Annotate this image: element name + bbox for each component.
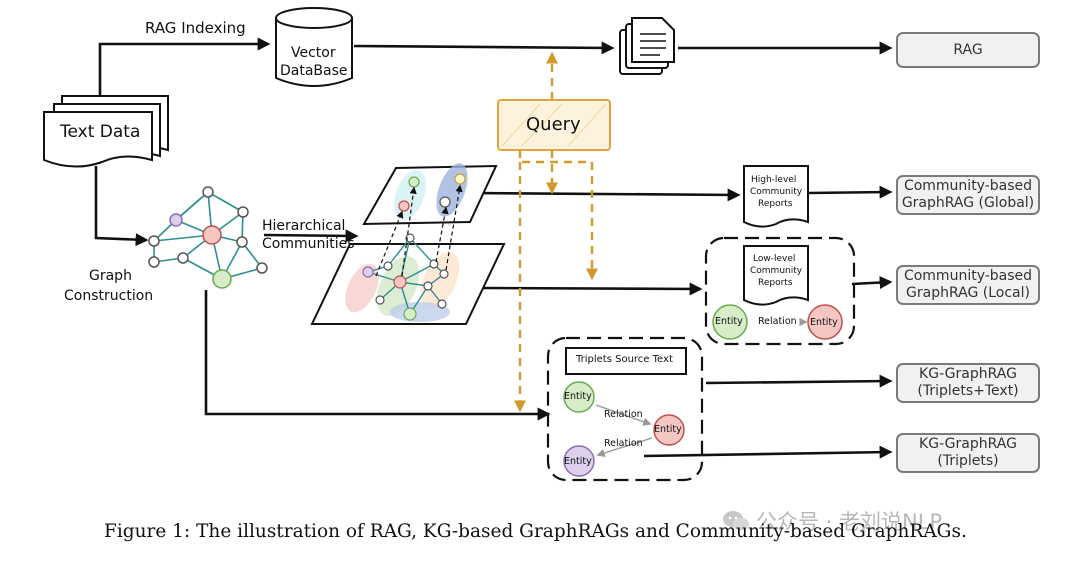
low-level-report-icon bbox=[743, 245, 809, 306]
query-flow-dashed bbox=[514, 51, 598, 413]
watermark-text: 公众号 · 老刘说NLP bbox=[756, 510, 943, 534]
hierarchical-communities-label-line2: Communities bbox=[262, 236, 355, 252]
rag-indexing-label: RAG Indexing bbox=[145, 19, 246, 37]
text-data-document-icon bbox=[43, 95, 169, 168]
triplets-container bbox=[546, 336, 704, 482]
output-kg-triplets-text-line1: KG-GraphRAG bbox=[919, 366, 1017, 382]
output-kg-triplets-line2: (Triplets) bbox=[937, 453, 999, 469]
triplet-relation-label-1: Relation bbox=[604, 409, 643, 420]
wechat-icon bbox=[723, 511, 749, 531]
triplet-entity-label-2: Entity bbox=[654, 424, 682, 435]
triplet-entity-label-1: Entity bbox=[564, 391, 592, 402]
high-level-report-line1: High-level bbox=[751, 175, 797, 185]
output-kg-triplets-text-line2: (Triplets+Text) bbox=[917, 383, 1019, 399]
text-data-label: Text Data bbox=[60, 122, 141, 142]
hierarchical-communities-icon bbox=[310, 163, 506, 325]
low-level-report-line1: Low-level bbox=[753, 254, 796, 264]
high-level-report-icon bbox=[743, 165, 809, 228]
vector-database-icon bbox=[275, 7, 353, 87]
triplet-entity-red bbox=[653, 414, 685, 446]
output-community-global-line1: Community-based bbox=[903, 178, 1033, 194]
knowledge-graph-icon bbox=[148, 186, 268, 289]
graph-construction-label-line2: Construction bbox=[64, 288, 154, 304]
low-entity-label-2: Entity bbox=[810, 317, 838, 328]
flow-arrows bbox=[94, 37, 893, 459]
triplets-source-text-label: Triplets Source Text bbox=[576, 354, 673, 365]
figure-caption: Figure 1: The illustration of RAG, KG-ba… bbox=[104, 521, 967, 542]
output-community-local-line1: Community-based bbox=[903, 268, 1033, 284]
low-entity-red bbox=[807, 304, 843, 340]
output-rag: RAG bbox=[896, 32, 1040, 68]
vector-db-label-line2: DataBase bbox=[280, 63, 348, 79]
vector-db-label-line1: Vector bbox=[291, 45, 336, 61]
low-entity-green bbox=[712, 304, 748, 340]
output-community-local-line2: GraphRAG (Local) bbox=[906, 285, 1030, 301]
triplet-entity-label-3: Entity bbox=[564, 456, 592, 467]
output-kg-triplets-text: KG-GraphRAG (Triplets+Text) bbox=[896, 363, 1040, 403]
output-community-local: Community-based GraphRAG (Local) bbox=[896, 265, 1040, 305]
low-relation-label: Relation bbox=[758, 316, 797, 327]
output-kg-triplets-line1: KG-GraphRAG bbox=[919, 436, 1017, 452]
query-box bbox=[497, 99, 611, 151]
high-level-report-line2: Community bbox=[750, 187, 803, 197]
output-kg-triplets: KG-GraphRAG (Triplets) bbox=[896, 433, 1040, 473]
output-rag-line1: RAG bbox=[953, 41, 983, 58]
low-level-container bbox=[704, 236, 856, 346]
triplet-relation-label-2: Relation bbox=[604, 438, 643, 449]
retrieved-documents-icon bbox=[619, 17, 675, 75]
high-level-report-line3: Reports bbox=[758, 199, 793, 209]
hierarchical-communities-label-line1: Hierarchical bbox=[262, 218, 346, 234]
low-level-report-line2: Community bbox=[750, 266, 803, 276]
triplets-source-text-box bbox=[565, 347, 687, 375]
triplet-entity-green bbox=[563, 381, 595, 413]
low-level-report-line3: Reports bbox=[758, 278, 793, 288]
low-entity-label-1: Entity bbox=[715, 316, 743, 327]
query-label: Query bbox=[526, 114, 581, 135]
triplet-entity-purple bbox=[563, 445, 595, 477]
graph-construction-label-line1: Graph bbox=[89, 268, 132, 284]
watermark: 公众号 · 老刘说NLP bbox=[722, 506, 942, 536]
output-community-global: Community-based GraphRAG (Global) bbox=[896, 175, 1040, 215]
output-community-global-line2: GraphRAG (Global) bbox=[901, 195, 1035, 211]
